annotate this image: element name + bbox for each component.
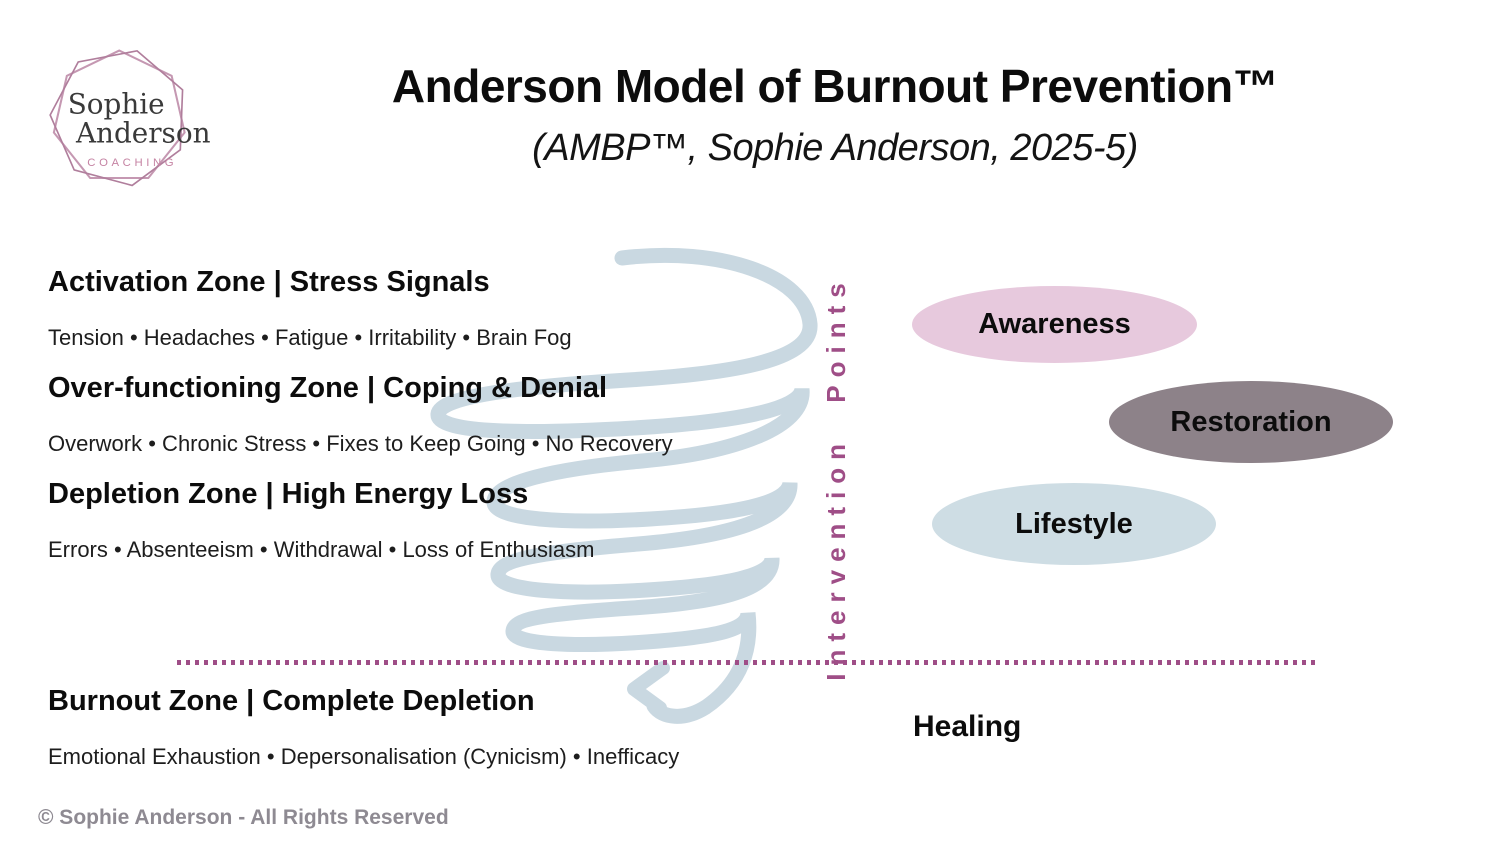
zone-details-activation: Tension • Headaches • Fatigue • Irritabi… [48,325,572,350]
healing-threshold-dotted-line [177,660,1317,665]
restoration-bubble-label: Restoration [1170,405,1332,438]
logo-line1: Sophie [68,87,165,120]
logo-line2: Anderson [75,116,210,149]
logo-line3: COACHING [87,157,177,169]
copyright-notice: © Sophie Anderson - All Rights Reserved [38,806,449,829]
lifestyle-bubble: Lifestyle [932,483,1216,565]
spiral-arrowhead-icon [627,661,670,715]
lifestyle-bubble-label: Lifestyle [1015,507,1133,540]
awareness-bubble: Awareness [912,286,1197,363]
zone-details-burnout: Emotional Exhaustion • Depersonalisation… [48,744,680,769]
healing-label: Healing [913,710,1022,743]
zone-heading-depletion: Depletion Zone | High Energy Loss [48,478,529,510]
sophie-anderson-logo: Sophie Anderson COACHING [45,33,210,198]
zone-details-overfunctioning: Overwork • Chronic Stress • Fixes to Kee… [48,431,673,456]
page-title: Anderson Model of Burnout Prevention™ [391,60,1279,112]
header: Anderson Model of Burnout Prevention™ (A… [360,60,1310,170]
zone-heading-overfunctioning: Over-functioning Zone | Coping & Denial [48,372,608,404]
intervention-points-axis-label: Intervention Points [821,275,851,681]
downward-spiral-graphic [400,238,840,749]
zone-heading-activation: Activation Zone | Stress Signals [48,266,490,298]
awareness-bubble-label: Awareness [978,308,1131,340]
zone-details-depletion: Errors • Absenteeism • Withdrawal • Loss… [48,537,595,562]
restoration-bubble: Restoration [1109,381,1393,463]
zone-heading-burnout: Burnout Zone | Complete Depletion [48,685,535,717]
logo-heptagon-frame-icon: Sophie Anderson COACHING [49,49,210,187]
page-subtitle: (AMBP™, Sophie Anderson, 2025-5) [532,126,1138,169]
